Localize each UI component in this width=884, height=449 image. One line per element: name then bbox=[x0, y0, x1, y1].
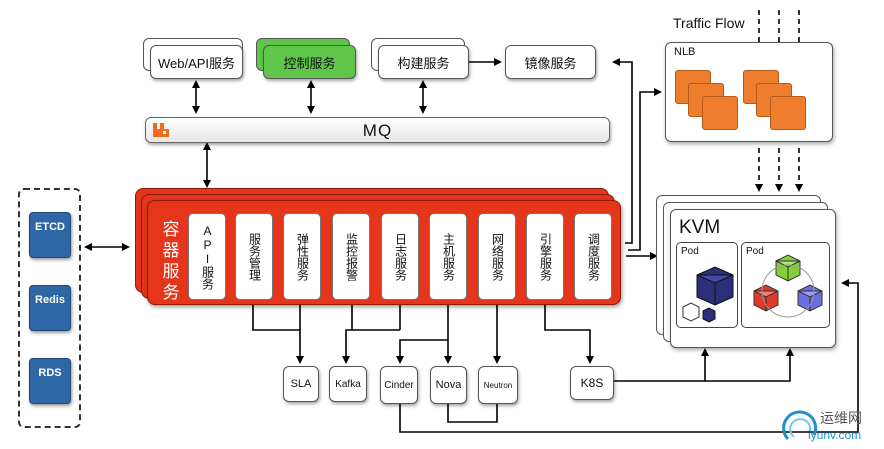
sla-box[interactable]: SLA bbox=[283, 366, 319, 402]
build-service[interactable]: 构建服务 bbox=[378, 45, 469, 79]
pod-2-label: Pod bbox=[746, 246, 764, 257]
web-api-service[interactable]: Web/API服务 bbox=[150, 45, 243, 79]
pod-2[interactable]: Pod bbox=[741, 242, 830, 328]
service-scheduler[interactable]: 调度服务 bbox=[574, 213, 612, 300]
container-service-title: 容器服务 bbox=[162, 220, 180, 302]
cube-cluster-icon bbox=[682, 266, 734, 323]
service-monitor-alert[interactable]: 监控报警 bbox=[332, 213, 370, 300]
redis-db-icon[interactable]: Redis bbox=[29, 285, 71, 331]
pod-1[interactable]: Pod bbox=[676, 242, 738, 328]
control-service-label: 控制服务 bbox=[283, 55, 336, 71]
nova-box[interactable]: Nova bbox=[430, 366, 467, 404]
mirror-service[interactable]: 镜像服务 bbox=[505, 45, 596, 79]
rds-db-icon[interactable]: RDS bbox=[29, 358, 71, 404]
neutron-box[interactable]: Neutron bbox=[478, 366, 518, 404]
cube-group-icon bbox=[753, 254, 823, 318]
nlb-label: NLB bbox=[674, 46, 696, 58]
pod-1-label: Pod bbox=[681, 246, 699, 257]
mq-bar[interactable]: MQ bbox=[145, 117, 610, 143]
rabbitmq-icon bbox=[153, 123, 169, 137]
server-icon-1c bbox=[702, 96, 738, 130]
server-icon-2c bbox=[770, 96, 806, 130]
service-management[interactable]: 服务管理 bbox=[235, 213, 273, 300]
etcd-label: ETCD bbox=[35, 221, 65, 233]
kvm-label: KVM bbox=[679, 217, 721, 238]
rds-label: RDS bbox=[38, 367, 62, 379]
build-service-label: 构建服务 bbox=[397, 55, 450, 71]
web-api-service-label: Web/API服务 bbox=[157, 55, 236, 71]
service-log[interactable]: 日志服务 bbox=[381, 213, 419, 300]
service-api[interactable]: API服务 bbox=[188, 213, 226, 300]
mirror-service-label: 镜像服务 bbox=[524, 55, 577, 71]
watermark-name: 运维网 bbox=[820, 410, 862, 426]
traffic-flow-label: Traffic Flow bbox=[673, 15, 745, 31]
etcd-db-icon[interactable]: ETCD bbox=[29, 212, 71, 258]
watermark-url: iyunv.com bbox=[808, 428, 862, 442]
storage-group: ETCD Redis RDS bbox=[18, 188, 81, 428]
service-elastic[interactable]: 弹性服务 bbox=[283, 213, 321, 300]
cinder-box[interactable]: Cinder bbox=[380, 366, 418, 404]
watermark-logo-icon bbox=[782, 410, 818, 441]
k8s-box[interactable]: K8S bbox=[570, 366, 614, 400]
kafka-box[interactable]: Kafka bbox=[329, 366, 367, 402]
service-engine[interactable]: 引擎服务 bbox=[526, 213, 564, 300]
mq-label: MQ bbox=[362, 121, 393, 140]
control-service[interactable]: 控制服务 bbox=[263, 45, 356, 79]
container-service[interactable]: 容器服务 API服务 服务管理 弹性服务 监控报警 日志服务 主机服务 网络服务… bbox=[147, 200, 621, 305]
service-network[interactable]: 网络服务 bbox=[478, 213, 516, 300]
service-host[interactable]: 主机服务 bbox=[429, 213, 467, 300]
redis-label: Redis bbox=[35, 294, 65, 306]
